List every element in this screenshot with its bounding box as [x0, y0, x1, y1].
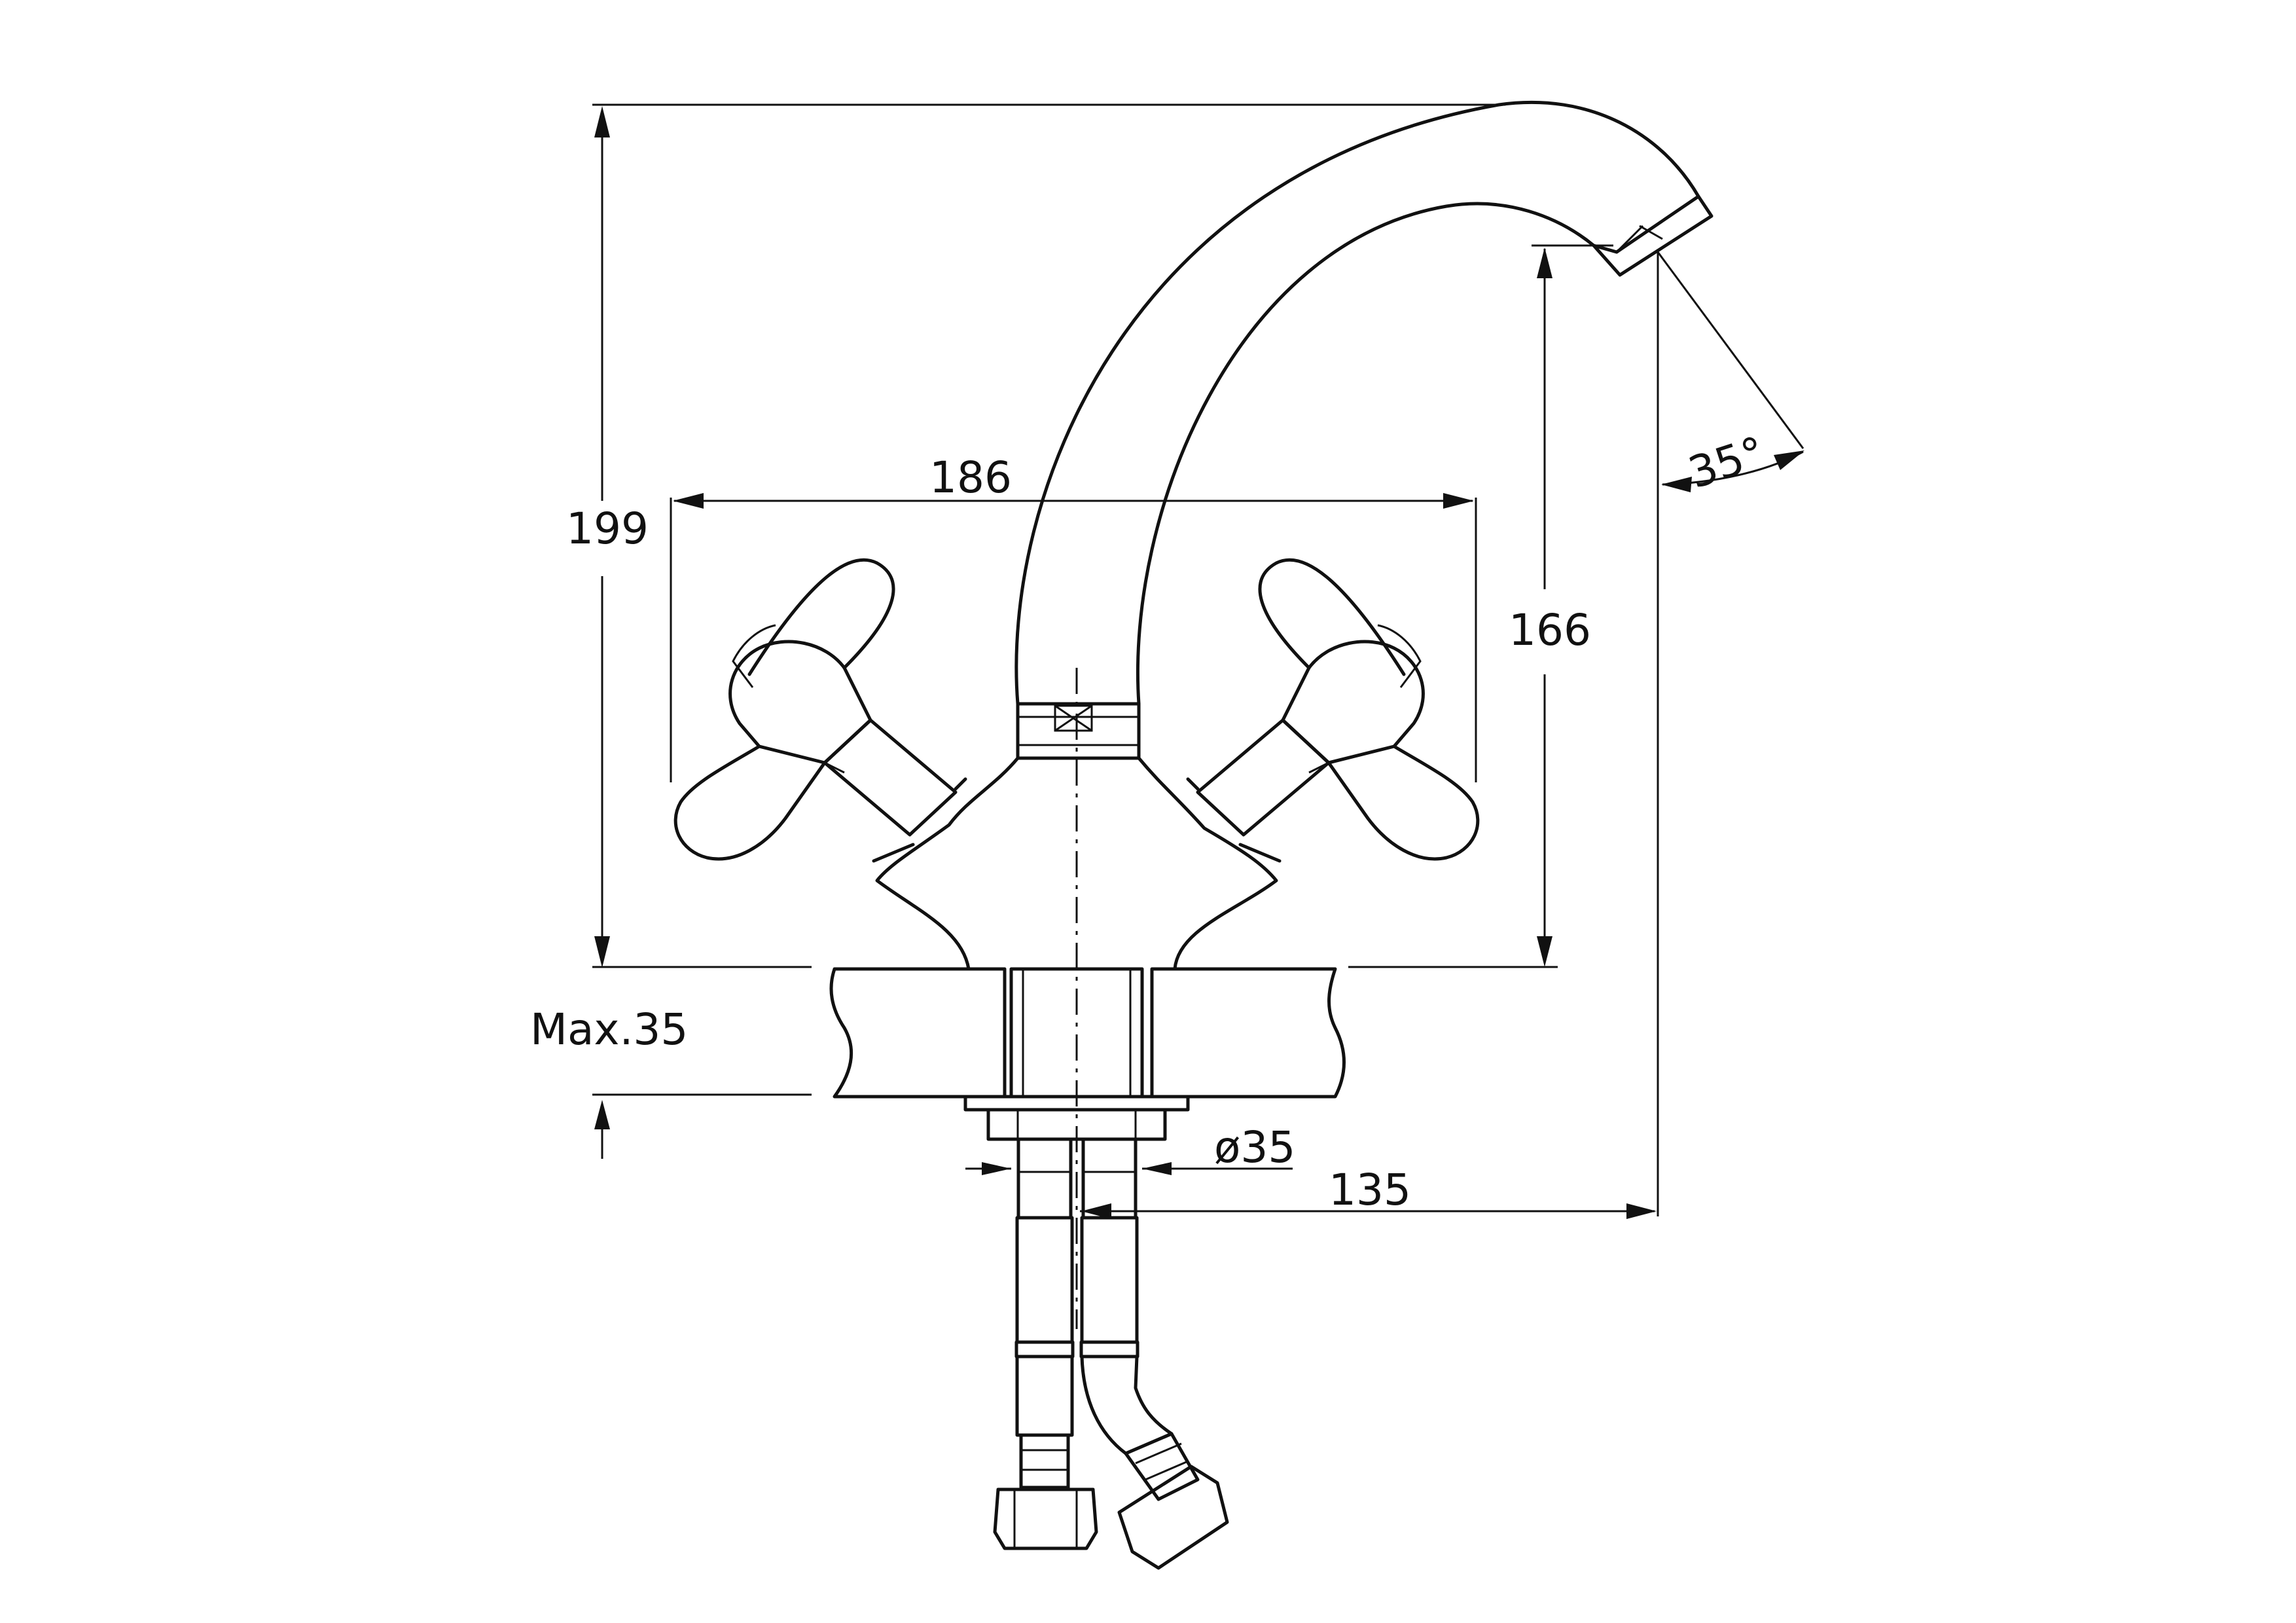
spout-height-label: 166: [1509, 605, 1591, 655]
spout-angle-label: 35°: [1683, 427, 1771, 498]
right-handle: [1186, 558, 1480, 863]
hole-diameter-label: ø35: [1214, 1122, 1295, 1173]
dim-overall-height: 199: [566, 103, 1505, 968]
dim-spout-reach: 135: [1080, 252, 1659, 1219]
spout-reach-label: 135: [1329, 1165, 1411, 1215]
dim-spout-height: 166: [1509, 244, 1613, 967]
dim-hole-diameter: ø35: [965, 1122, 1295, 1175]
spout: [1014, 100, 1713, 760]
dim-spout-angle: 35°: [1657, 251, 1804, 498]
left-handle: [673, 558, 967, 863]
max-thickness-label: Max.35: [530, 1004, 688, 1055]
counter-reference-lines: [592, 966, 1558, 1096]
overall-height-label: 199: [566, 503, 649, 554]
dim-handle-span: 186: [670, 452, 1477, 782]
faucet-body: [875, 756, 1278, 971]
handle-span-label: 186: [929, 452, 1012, 503]
dim-max-thickness: Max.35: [530, 1004, 688, 1159]
counter-section: [829, 967, 1346, 1099]
